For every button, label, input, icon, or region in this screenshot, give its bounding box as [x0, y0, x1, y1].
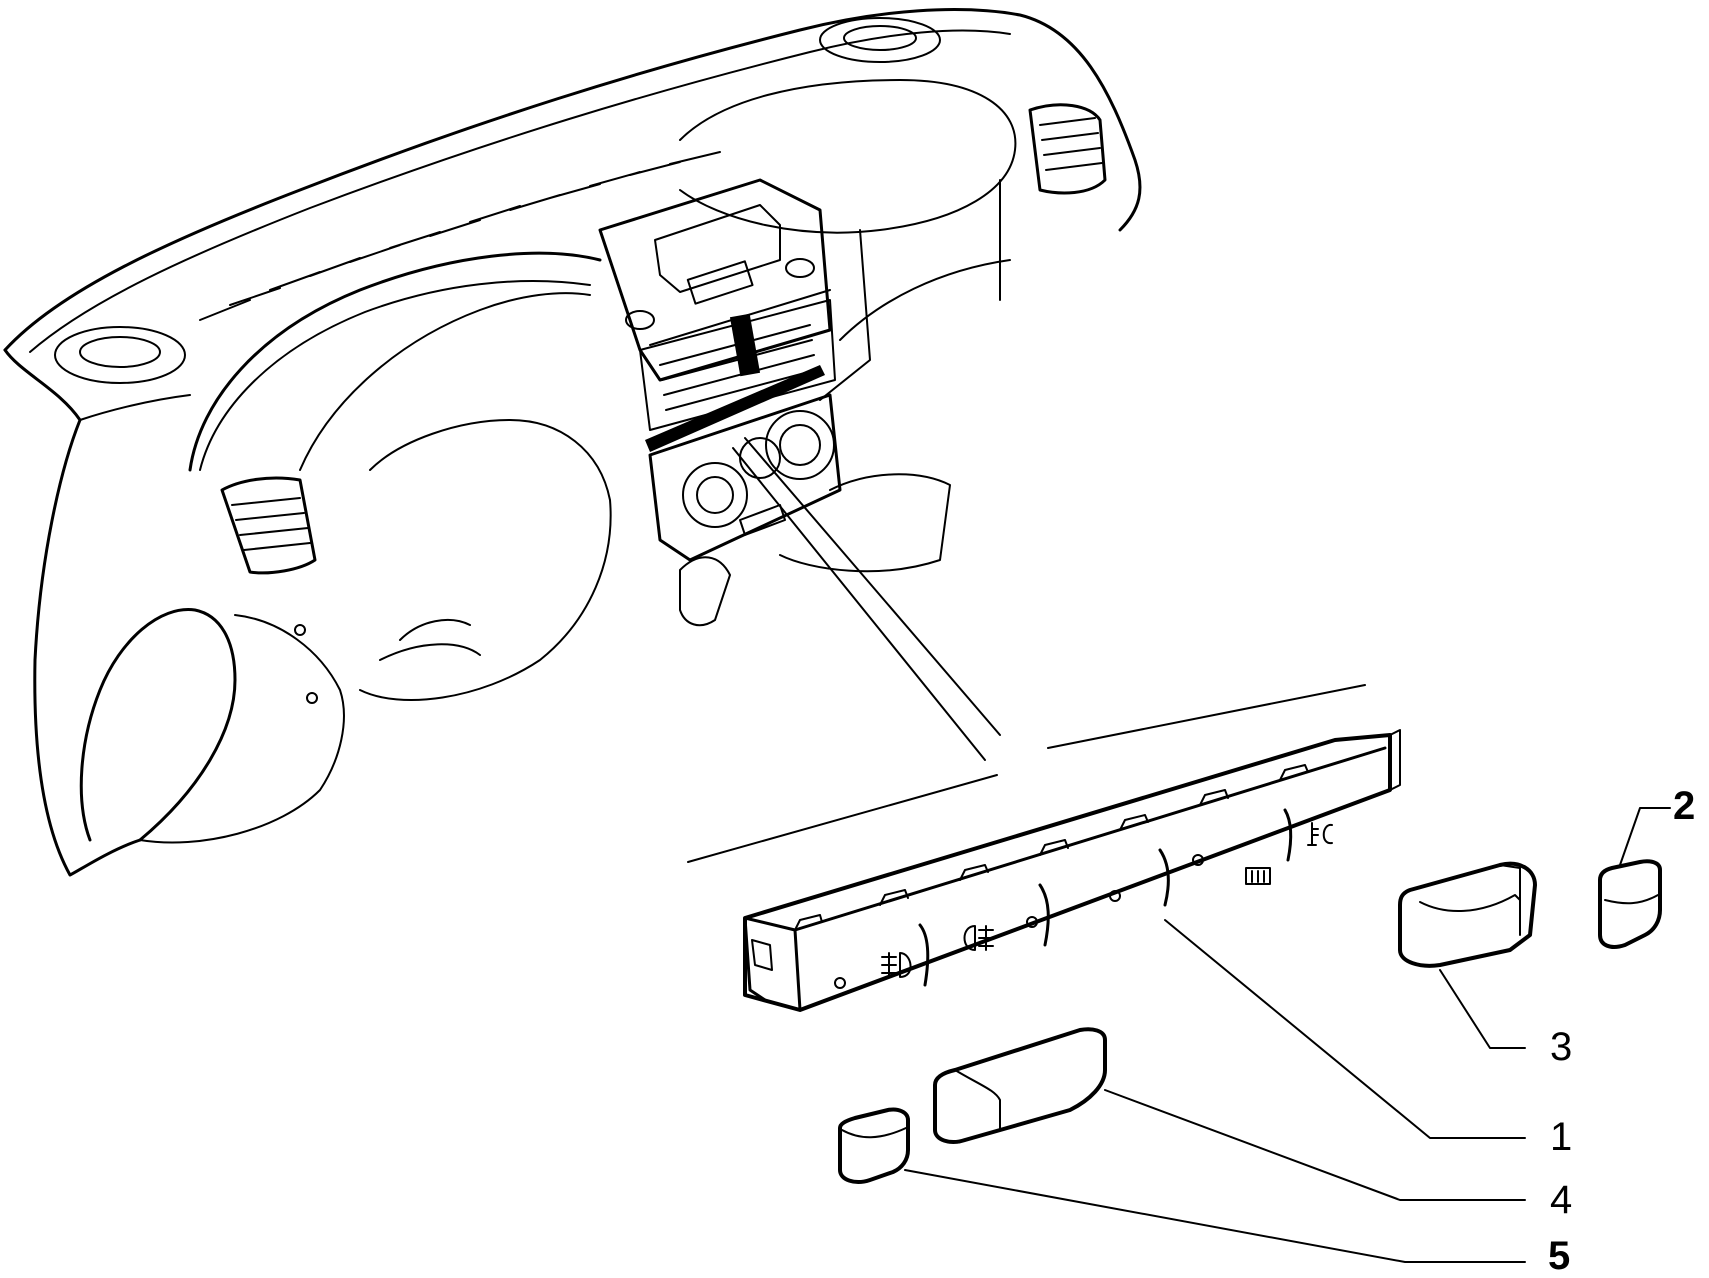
callout-label-1: 1	[1550, 1115, 1573, 1159]
part-2-small-cap	[1598, 859, 1662, 949]
leader-lines	[687, 437, 1366, 863]
temperature-icon	[1307, 822, 1333, 846]
part-5-tiny-cap	[838, 1107, 910, 1184]
callout-label-3: 3	[1550, 1025, 1573, 1069]
part-4-medium-cap	[933, 1027, 1107, 1144]
switch-panel	[743, 729, 1401, 1012]
front-fog-lamp-icon	[881, 952, 912, 978]
rear-window-defrost-icon	[1245, 867, 1271, 885]
part-3-large-cap	[1398, 861, 1537, 968]
rear-fog-lamp-icon	[963, 925, 994, 951]
callout-leaders	[904, 807, 1671, 1263]
callout-label-4: 4	[1550, 1178, 1573, 1222]
callout-label-2: 2	[1673, 784, 1696, 828]
callout-label-5: 5	[1548, 1234, 1571, 1278]
dashboard-illustration	[3, 8, 1142, 877]
